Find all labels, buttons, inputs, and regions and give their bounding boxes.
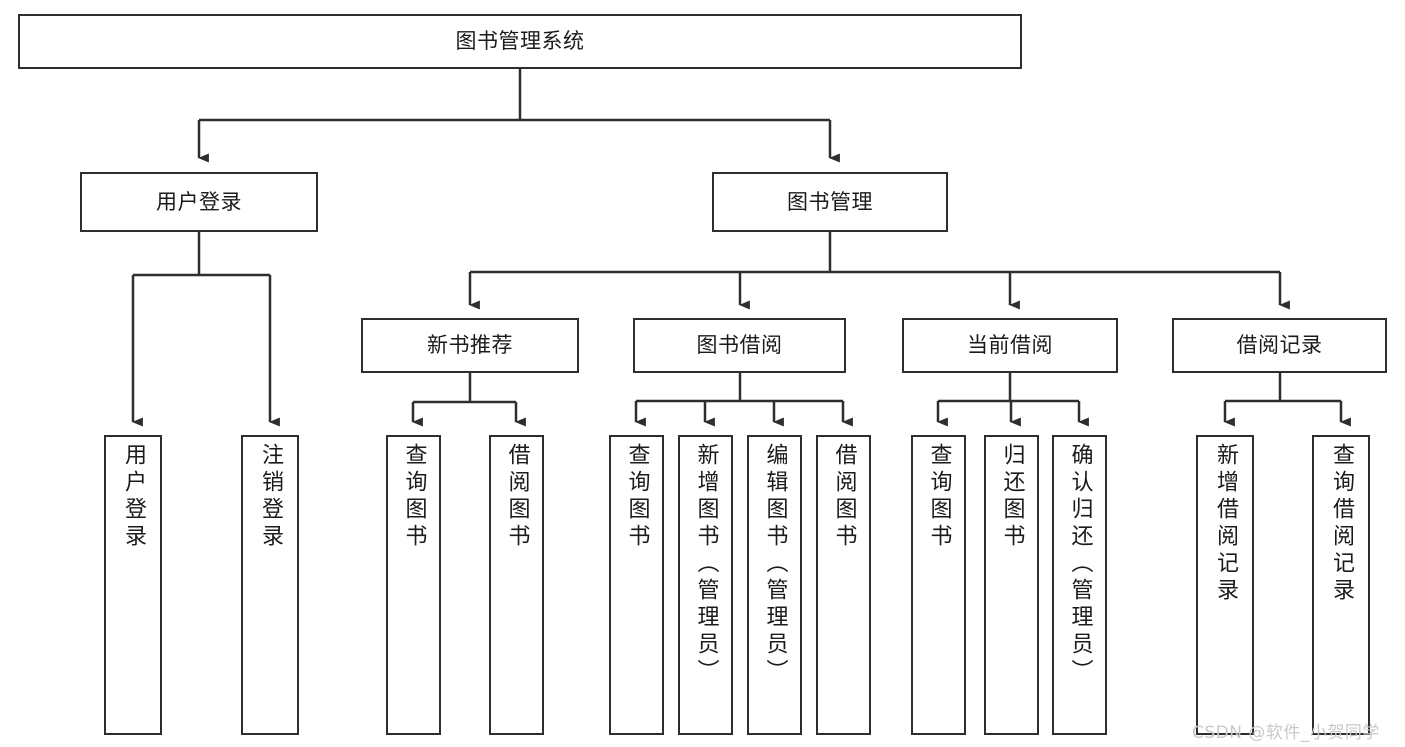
leaf-add-borrow-record[interactable]: 新增借阅记录: [1196, 435, 1254, 735]
leaf-borrow-book-label: 借阅图书: [831, 443, 857, 551]
leaf-confirm-return-admin-label: 确认归还（管理员）: [1067, 443, 1093, 686]
leaf-user-login-label: 用户登录: [121, 443, 146, 551]
node-borrow-record-label: 借阅记录: [1236, 333, 1323, 358]
leaf-return-book[interactable]: 归还图书: [984, 435, 1039, 735]
leaf-query-book-recommend-label: 查询图书: [401, 443, 427, 551]
leaf-borrow-book[interactable]: 借阅图书: [816, 435, 871, 735]
node-new-book-recommend-label: 新书推荐: [427, 333, 513, 358]
node-root-label: 图书管理系统: [455, 29, 585, 54]
leaf-query-book-current[interactable]: 查询图书: [911, 435, 966, 735]
node-root[interactable]: 图书管理系统: [18, 14, 1022, 69]
node-user-login[interactable]: 用户登录: [80, 172, 318, 232]
leaf-logout-label: 注销登录: [258, 443, 283, 551]
node-user-login-label: 用户登录: [156, 189, 242, 214]
leaf-query-borrow-record[interactable]: 查询借阅记录: [1312, 435, 1370, 735]
leaf-add-book-admin[interactable]: 新增图书（管理员）: [678, 435, 733, 735]
leaf-user-login[interactable]: 用户登录: [104, 435, 162, 735]
leaf-edit-book-admin[interactable]: 编辑图书（管理员）: [747, 435, 802, 735]
leaf-query-book-current-label: 查询图书: [926, 443, 952, 551]
leaf-logout[interactable]: 注销登录: [241, 435, 299, 735]
leaf-borrow-book-recommend[interactable]: 借阅图书: [489, 435, 544, 735]
node-book-management-label: 图书管理: [787, 189, 873, 214]
leaf-query-borrow-record-label: 查询借阅记录: [1329, 443, 1354, 605]
leaf-borrow-book-recommend-label: 借阅图书: [504, 443, 530, 551]
leaf-query-book-recommend[interactable]: 查询图书: [386, 435, 441, 735]
leaf-add-book-admin-label: 新增图书（管理员）: [693, 443, 719, 686]
node-current-borrow-label: 当前借阅: [967, 333, 1053, 358]
leaf-return-book-label: 归还图书: [999, 443, 1025, 551]
node-new-book-recommend[interactable]: 新书推荐: [361, 318, 579, 373]
leaf-confirm-return-admin[interactable]: 确认归还（管理员）: [1052, 435, 1107, 735]
node-book-management[interactable]: 图书管理: [712, 172, 948, 232]
leaf-add-borrow-record-label: 新增借阅记录: [1213, 443, 1238, 605]
node-current-borrow[interactable]: 当前借阅: [902, 318, 1118, 373]
node-book-borrow-label: 图书借阅: [696, 333, 783, 358]
leaf-edit-book-admin-label: 编辑图书（管理员）: [762, 443, 788, 686]
leaf-query-book-borrow[interactable]: 查询图书: [609, 435, 664, 735]
leaf-query-book-borrow-label: 查询图书: [624, 443, 650, 551]
csdn-watermark: CSDN @软件_小贺同学: [1192, 723, 1380, 743]
node-book-borrow[interactable]: 图书借阅: [633, 318, 846, 373]
node-borrow-record[interactable]: 借阅记录: [1172, 318, 1387, 373]
